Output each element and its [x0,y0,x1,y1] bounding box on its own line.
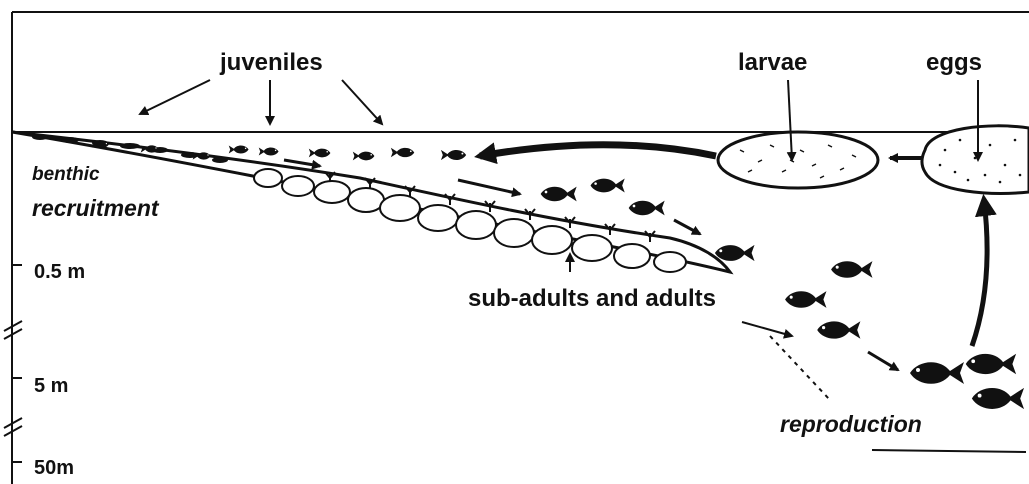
label-benthic: benthic [32,164,100,185]
dashed-path [770,336,830,400]
label-eggs: eggs [926,49,982,76]
depth-label-5m: 5 m [34,375,68,397]
larvae-cluster [718,132,878,188]
label-recruitment: recruitment [32,195,160,221]
label-reproduction: reproduction [780,411,922,437]
label-juveniles: juveniles [219,49,323,76]
larvae-to-juveniles-arrow [480,145,716,156]
reproduction-to-eggs-arrow [972,200,987,346]
eggs-cluster [922,126,1029,194]
depth-label-50m: 50m [34,457,74,479]
spawning-fish-group [910,354,1024,409]
seabed-line [872,450,1026,452]
label-larvae: larvae [738,49,807,76]
depth-label-0-5m: 0.5 m [34,261,85,283]
label-subadults-adults: sub-adults and adults [468,285,716,312]
